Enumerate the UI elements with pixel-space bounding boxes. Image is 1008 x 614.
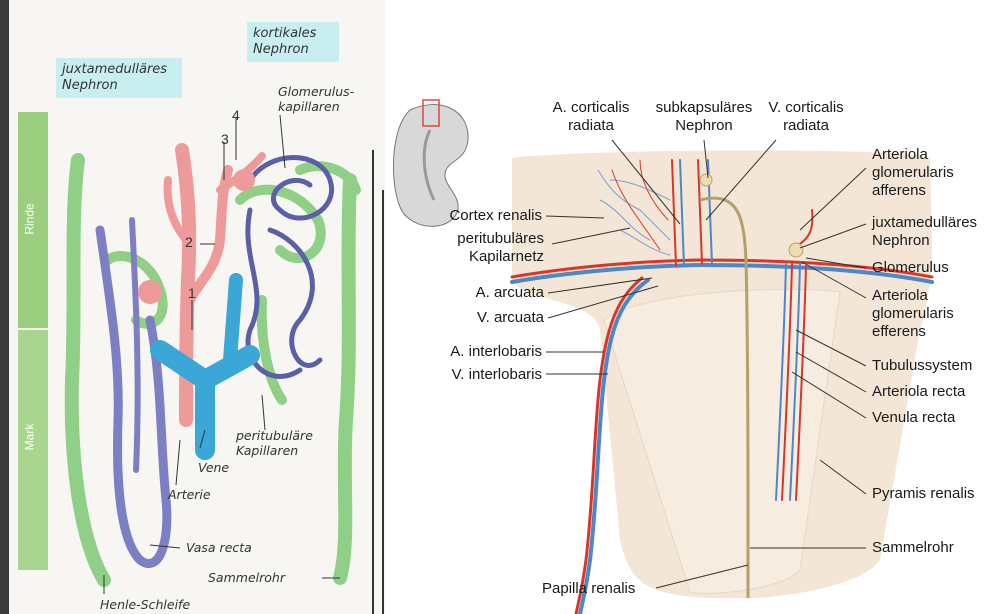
arteriola-efferens-label: Arteriola glomerularis efferens <box>872 287 1002 341</box>
vasa-recta-label: Vasa recta <box>186 540 252 555</box>
peritubular-capillaries-label: peritubuläre Kapillaren <box>236 428 313 458</box>
artery-label: Arterie <box>168 487 211 502</box>
collecting-duct-label: Sammelrohr <box>208 570 285 585</box>
loop-of-henle-label: Henle-Schleife <box>100 597 190 612</box>
tubulus-system-label: Tubulussystem <box>872 357 1006 375</box>
a-arcuata-label: A. arcuata <box>420 284 544 302</box>
number-3: 3 <box>221 131 229 147</box>
number-2: 2 <box>185 234 193 250</box>
venula-recta-label: Venula recta <box>872 409 1002 427</box>
cortex-renalis-label: Cortex renalis <box>420 207 542 225</box>
juxtamedullary-nephron-label: juxtamedulläres Nephron <box>872 214 1006 250</box>
arteriola-afferens-label: Arteriola glomerularis afferens <box>872 146 1002 200</box>
subcapsular-nephron-label: subkapsuläres Nephron <box>644 99 764 135</box>
v-arcuata-label: V. arcuata <box>420 309 544 327</box>
glomerulus-label: Glomerulus <box>872 259 1002 277</box>
v-corticalis-radiata-label: V. corticalis radiata <box>756 99 856 135</box>
left-vessels <box>72 150 356 580</box>
juxtamedullary-glomerulus <box>789 243 803 257</box>
papilla-renalis-label: Papilla renalis <box>542 580 662 598</box>
sammelrohr-label: Sammelrohr <box>872 539 1002 557</box>
number-1: 1 <box>188 285 196 301</box>
number-4: 4 <box>232 107 240 123</box>
arteriola-recta-label: Arteriola recta <box>872 383 1006 401</box>
peritubular-network-label: peritubuläres Kapilarnetz <box>420 230 544 266</box>
vein-label: Vene <box>198 460 229 475</box>
pyramis-renalis-label: Pyramis renalis <box>872 485 1002 503</box>
subcapsular-glomerulus <box>700 174 712 186</box>
a-corticalis-radiata-label: A. corticalis radiata <box>536 99 646 135</box>
glomerulus-capillaries-label: Glomerulus- kapillaren <box>278 84 354 114</box>
a-interlobaris-label: A. interlobaris <box>410 343 542 361</box>
v-interlobaris-label: V. interlobaris <box>410 366 542 384</box>
